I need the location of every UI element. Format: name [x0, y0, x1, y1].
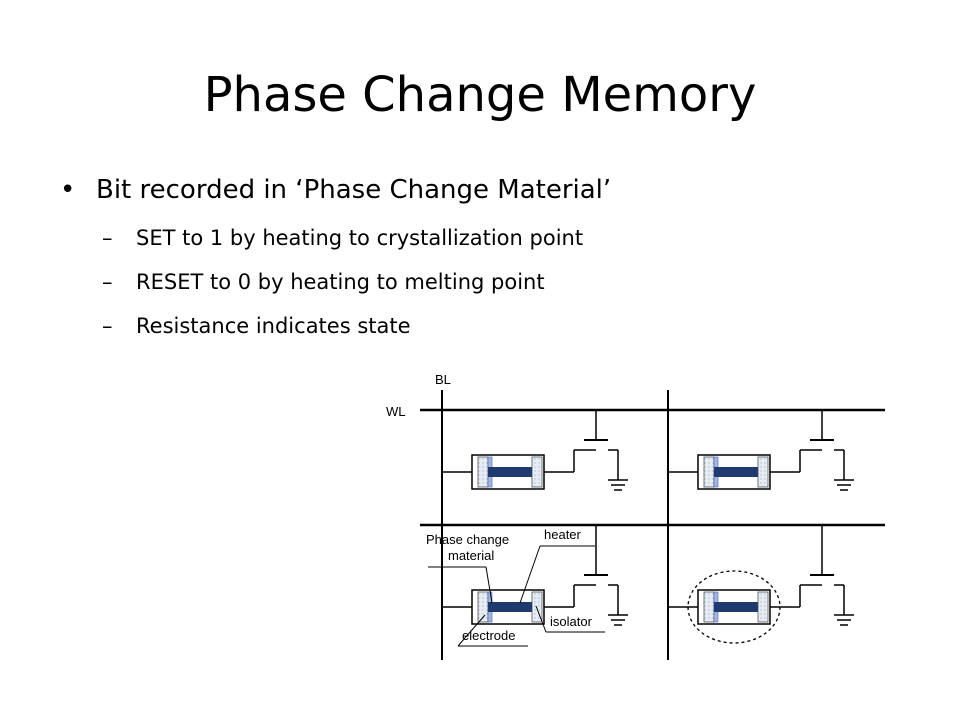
bullet-item: • Bit recorded in ‘Phase Change Material… — [60, 170, 920, 210]
pcm-array-diagram: BL WL — [386, 372, 885, 660]
callout-group: Phase change material heater isolator el… — [426, 527, 605, 647]
memory-cell — [442, 410, 628, 491]
slide-title: Phase Change Memory — [203, 67, 757, 123]
callout-heater: heater — [544, 527, 582, 542]
dash-icon: – — [102, 226, 113, 250]
memory-cell — [442, 525, 628, 626]
callout-phase-change: Phase change — [426, 532, 509, 547]
bitline-label: BL — [435, 372, 451, 387]
sub-bullet-item: – RESET to 0 by heating to melting point — [60, 260, 920, 304]
memory-cell — [668, 410, 854, 491]
bullet-dot-icon: • — [60, 175, 76, 205]
callout-isolator: isolator — [550, 614, 593, 629]
bullet-list: • Bit recorded in ‘Phase Change Material… — [60, 170, 920, 348]
callout-material: material — [448, 548, 494, 563]
sub-bullet-item: – SET to 1 by heating to crystallization… — [60, 216, 920, 260]
callout-electrode: electrode — [462, 628, 515, 643]
sub-bullet-text: RESET to 0 by heating to melting point — [136, 270, 545, 294]
sub-bullet-text: Resistance indicates state — [136, 314, 411, 338]
dash-icon: – — [102, 314, 113, 338]
sub-bullet-text: SET to 1 by heating to crystallization p… — [136, 226, 584, 250]
memory-cell — [668, 525, 854, 644]
sub-bullet-item: – Resistance indicates state — [60, 304, 920, 348]
wordline-label: WL — [386, 404, 406, 419]
dash-icon: – — [102, 270, 113, 294]
selected-cell-highlight — [687, 570, 781, 644]
bullet-text: Bit recorded in ‘Phase Change Material’ — [96, 175, 612, 205]
